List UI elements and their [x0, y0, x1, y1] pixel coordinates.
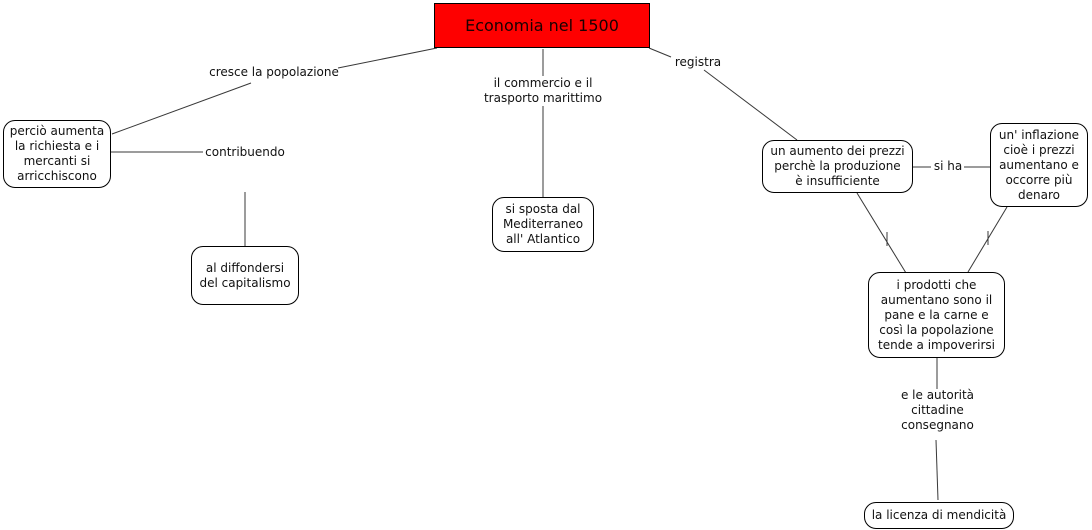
node-richiesta-mercanti[interactable]: perciò aumenta la richiesta e i mercanti…	[3, 120, 111, 188]
node-economia-nel-1500[interactable]: Economia nel 1500	[434, 3, 650, 48]
link-label-commercio-marittimo[interactable]: il commercio e il trasporto marittimo	[483, 76, 603, 105]
link-label-registra[interactable]: registra	[674, 55, 722, 69]
node-licenza-mendicita[interactable]: la licenza di mendicità	[864, 502, 1014, 529]
node-inflazione[interactable]: un' inflazione cioè i prezzi aumentano e…	[990, 123, 1088, 207]
link-label-cresce-la-popolazione[interactable]: cresce la popolazione	[209, 65, 339, 79]
node-mediterraneo-atlantico[interactable]: si sposta dal Mediterraneo all' Atlantic…	[492, 197, 594, 252]
connector-cresce-richiesta	[111, 82, 252, 135]
node-aumento-prezzi[interactable]: un aumento dei prezzi perchè la produzio…	[762, 140, 913, 193]
link-label-autorita-consegnano[interactable]: e le autorità cittadine consegnano	[900, 388, 975, 432]
node-capitalismo[interactable]: al diffondersi del capitalismo	[191, 246, 299, 305]
connector-registra-aumento	[703, 69, 798, 141]
connector-aumento-prodotti	[856, 192, 907, 274]
connector-autorita-licenza	[935, 439, 939, 501]
connector-economia-cresce	[337, 47, 438, 69]
link-label-contribuendo[interactable]: contribuendo	[205, 145, 285, 159]
connector-economia-registra	[648, 47, 672, 58]
node-prodotti-impoverirsi[interactable]: i prodotti che aumentano sono il pane e …	[868, 272, 1005, 358]
link-label-si-ha[interactable]: si ha	[933, 159, 963, 173]
